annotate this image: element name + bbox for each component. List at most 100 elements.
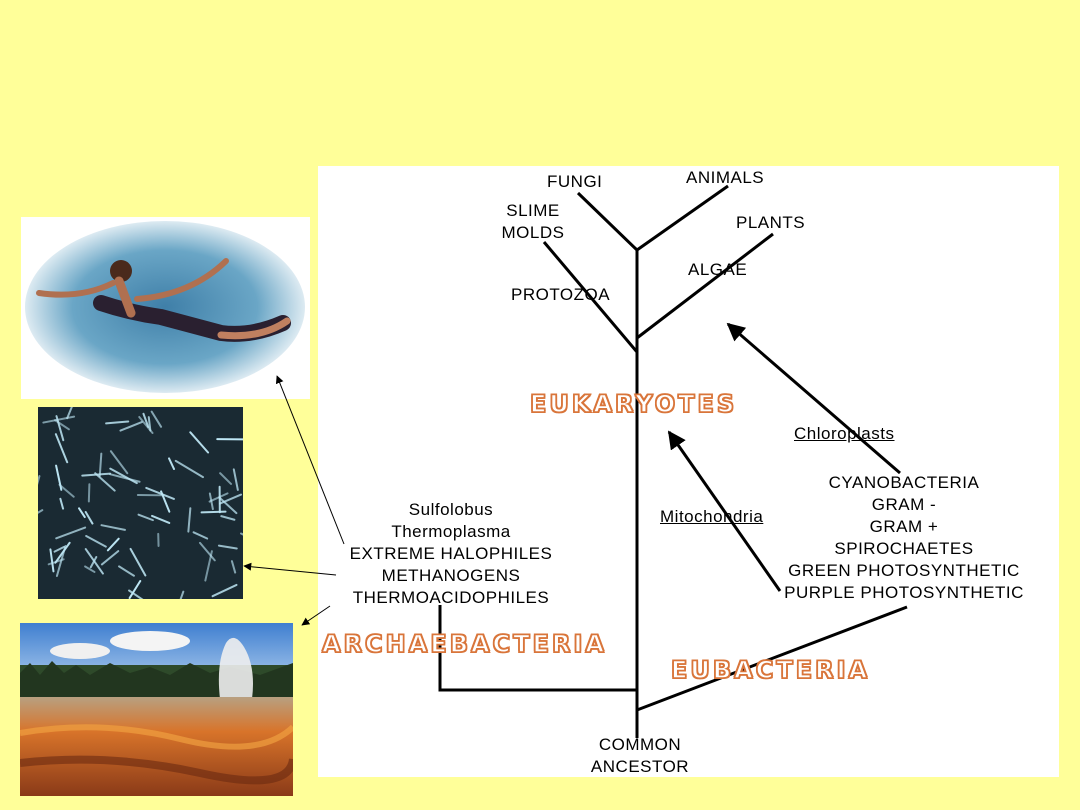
microbe-rod <box>119 421 143 432</box>
microbe-rod <box>53 545 66 553</box>
label-molds: MOLDS <box>501 223 565 242</box>
microbe-rod <box>150 410 163 428</box>
bacteria-group-item: CYANOBACTERIA <box>828 473 980 492</box>
microbe-rod <box>168 457 176 471</box>
microbe-rod <box>66 407 73 420</box>
branch-plants <box>636 232 774 340</box>
microbe-rod <box>128 580 142 599</box>
bacteria-group-item: GRAM + <box>869 517 939 536</box>
microbe-rod <box>204 550 213 582</box>
microbe-rod <box>55 526 87 540</box>
microbe-rod <box>85 535 107 548</box>
microbe-rod <box>55 464 63 491</box>
microbe-rod <box>106 537 120 552</box>
domain-archaebacteria: ARCHAEBACTERIA <box>321 629 607 659</box>
microbe-rod <box>147 416 152 432</box>
bacteria-group-item: GREEN PHOTOSYNTHETIC <box>788 561 1020 580</box>
microbe-rod <box>42 415 76 424</box>
microbe-rod <box>55 415 65 442</box>
label-ancestor: ANCESTOR <box>590 757 690 776</box>
microbe-rod <box>220 515 236 521</box>
microbe-rod <box>38 509 44 514</box>
microbe-rod <box>100 550 120 566</box>
label-animals: ANIMALS <box>686 168 765 187</box>
branch-archaea <box>438 605 637 692</box>
microbe-rod <box>84 511 94 525</box>
microbe-rod <box>200 510 227 514</box>
microbe-rod <box>137 513 154 522</box>
microbe-rod <box>219 472 233 485</box>
microbe-rod <box>232 468 239 491</box>
branch-fungi <box>576 191 639 252</box>
label-mitochondria: Mitochondria <box>660 507 764 526</box>
chloroplast-arrow <box>726 322 901 475</box>
microbe-rod <box>109 473 141 483</box>
label-fungi: FUNGI <box>547 172 603 191</box>
hot-spring-photo <box>20 623 293 796</box>
microbe-rod <box>109 467 138 485</box>
bacteria-group-item: SPIROCHAETES <box>834 539 974 558</box>
microbe-rod <box>94 472 116 492</box>
label-algae: ALGAE <box>688 260 748 279</box>
label-common: COMMON <box>598 735 682 754</box>
microbe-rod <box>59 497 65 510</box>
microbe-rod <box>208 492 229 503</box>
pointer-to-micrograph <box>243 562 337 576</box>
microbe-rod <box>87 483 91 503</box>
microbe-rod <box>49 548 55 573</box>
microbe-rod <box>54 433 69 464</box>
mitochondria-arrow <box>667 430 782 592</box>
microbe-rod <box>129 547 147 577</box>
tree-branches <box>438 184 908 738</box>
salt-lake-photo <box>21 217 310 399</box>
microbe-rod <box>179 590 185 599</box>
microbe-rod <box>84 565 96 573</box>
bacteria-group-list: CYANOBACTERIA GRAM - GRAM + SPIROCHAETES… <box>750 472 1058 604</box>
microbe-rod <box>189 431 210 454</box>
bacteria-group-item: PURPLE PHOTOSYNTHETIC <box>784 583 1024 602</box>
microbe-rod <box>211 583 238 598</box>
domain-eubacteria: EUBACTERIA <box>670 655 871 685</box>
microbe-rod <box>53 419 70 431</box>
branch-slime-molds <box>542 241 639 353</box>
microbe-rod <box>192 531 209 540</box>
microbe-rod <box>217 544 238 550</box>
microbe-rod <box>118 565 135 577</box>
archaea-group-item: Sulfolobus <box>408 500 494 519</box>
archaea-group-item: THERMOACIDOPHILES <box>352 588 550 607</box>
microbe-rod <box>55 544 67 578</box>
microbe-rod <box>174 459 204 479</box>
microbe-rod <box>78 507 86 519</box>
label-plants: PLANTS <box>736 213 806 232</box>
archaea-group-item: METHANOGENS <box>381 566 521 585</box>
domain-eukaryotes: EUKARYOTES <box>529 389 738 419</box>
endosymbiosis-arrows <box>667 322 901 592</box>
pointer-to-salt-lake <box>275 375 345 545</box>
label-slime: SLIME <box>506 201 560 220</box>
microbe-rod <box>198 541 216 562</box>
microbe-rod <box>142 412 150 428</box>
microbe-rod <box>128 589 144 599</box>
microbe-rod <box>230 560 237 574</box>
label-slime-molds: SLIME MOLDS <box>492 200 574 244</box>
pointer-to-hot-spring <box>301 605 331 626</box>
label-common-ancestor: COMMON ANCESTOR <box>575 734 705 778</box>
microbe-rod <box>98 452 103 478</box>
label-chloroplasts: Chloroplasts <box>794 424 895 443</box>
microbe-rod <box>38 475 41 486</box>
microbe-rod <box>145 486 175 500</box>
microbe-rod <box>89 556 98 569</box>
microbe-rod <box>58 483 75 498</box>
microbe-rod <box>218 493 243 505</box>
photo-pointer-arrows <box>243 375 345 626</box>
bacteria-group-item: GRAM - <box>871 495 937 514</box>
microbe-rod <box>84 548 104 575</box>
microbe-rod <box>100 524 126 531</box>
microbe-rod <box>105 420 130 425</box>
microbe-micrograph <box>38 407 243 599</box>
microbe-rod <box>109 450 129 475</box>
branch-animals <box>636 184 729 252</box>
microbe-rod <box>81 472 112 477</box>
microbe-rod <box>218 496 238 515</box>
